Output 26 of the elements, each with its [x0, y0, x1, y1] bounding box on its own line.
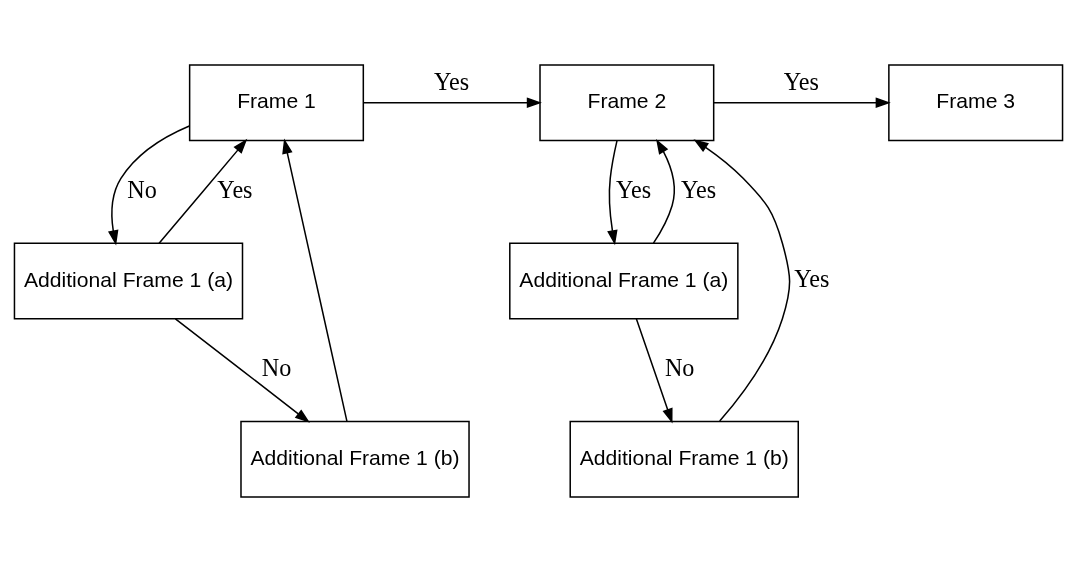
edge-label: Yes	[616, 175, 652, 203]
edge-label: Yes	[434, 67, 470, 95]
arrow	[158, 138, 248, 244]
node-box: Frame 1	[188, 63, 365, 141]
edge-label: No	[127, 175, 157, 203]
node-box: Additional Frame 1 (a)	[13, 242, 244, 319]
node-box: Frame 2	[539, 63, 715, 141]
edge-label: No	[664, 353, 695, 381]
node-box: Additional Frame 1 (b)	[569, 420, 799, 498]
arrow	[693, 138, 791, 422]
arrow	[607, 139, 618, 245]
arrow	[108, 124, 191, 245]
arrow	[282, 138, 348, 422]
arrow	[362, 97, 542, 108]
edge-label: Yes	[681, 175, 717, 203]
edge-label: Yes	[794, 264, 830, 292]
arrow	[652, 138, 676, 244]
arrow	[635, 317, 673, 424]
edge-label: Yes	[217, 175, 253, 203]
node-box: Additional Frame 1 (a)	[509, 242, 739, 319]
arrow	[713, 97, 891, 108]
node-box: Frame 3	[888, 63, 1064, 141]
edge-label: No	[261, 353, 292, 381]
arrow	[174, 317, 310, 423]
node-box: Additional Frame 1 (b)	[240, 420, 470, 498]
edge-label: Yes	[783, 67, 819, 95]
